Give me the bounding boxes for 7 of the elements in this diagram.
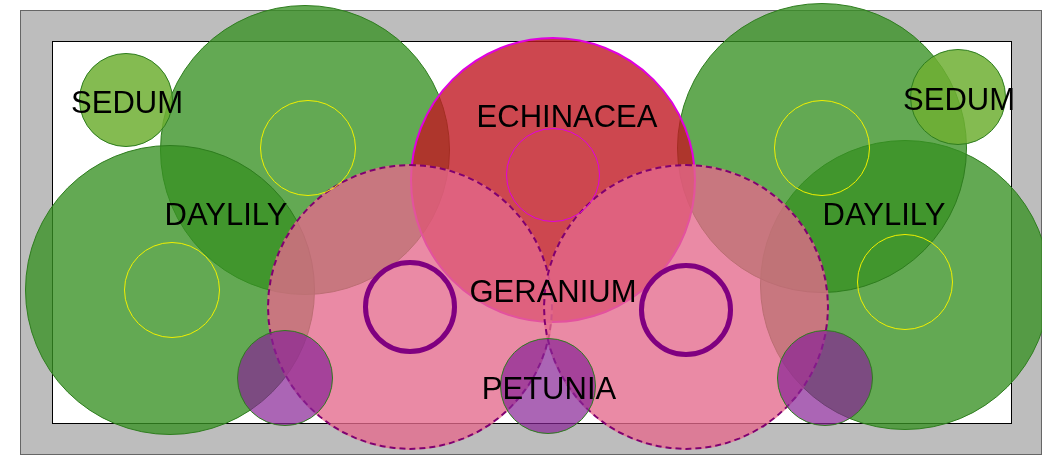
plant-label: PETUNIA xyxy=(481,372,617,404)
plant-spacing-ring xyxy=(362,259,457,354)
plant-label: ECHINACEA xyxy=(476,100,658,132)
plant-label: GERANIUM xyxy=(469,275,637,307)
plant-label: DAYLILY xyxy=(164,198,288,230)
plant-label: DAYLILY xyxy=(822,198,946,230)
plant-spacing-ring xyxy=(638,262,733,357)
